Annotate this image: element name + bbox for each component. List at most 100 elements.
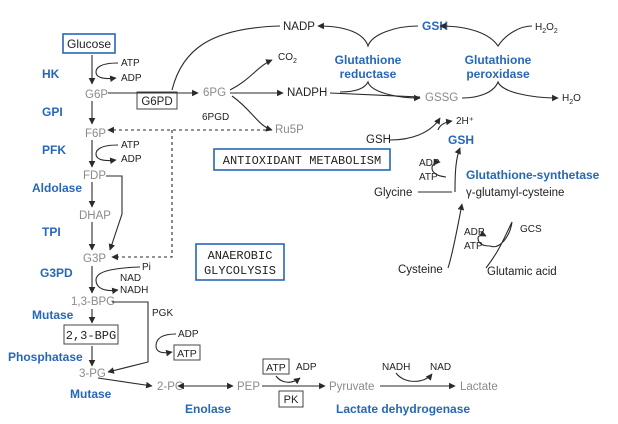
metabolite-glutamic-acid: Glutamic acid — [487, 266, 557, 278]
curve-pgk-adp — [155, 333, 177, 357]
arc-gpx-upper — [439, 22, 533, 47]
cofactor-adp-hk: ADP — [121, 73, 142, 84]
metabolite-gsh-small: GSH — [366, 134, 391, 146]
enzyme-6pgd: 6PGD — [202, 112, 229, 123]
bpg23-label: 2,3-BPG — [66, 329, 116, 343]
cofactor-adp-pk: ADP — [296, 362, 317, 373]
metabolite-gsh-mid: GSH — [448, 133, 474, 147]
cofactor-nadh-ldh: NADH — [382, 362, 410, 373]
cofactor-nadph: NADPH — [287, 87, 327, 99]
metabolite-pg3: 3-PG — [79, 368, 106, 380]
metabolite-pep: PEP — [237, 381, 260, 393]
arrow-nadph-gssg — [329, 92, 421, 98]
arc-gr-nadp — [317, 22, 419, 48]
enzyme-g3pd: G3PD — [40, 266, 73, 280]
dash-ru5p-g3p — [111, 130, 173, 261]
metabolite-dhap: DHAP — [79, 210, 111, 222]
pk-box — [278, 390, 304, 408]
anaerobic-label-2: GLYCOLYSIS — [204, 264, 276, 278]
pk-label: PK — [284, 394, 299, 406]
metabolite-g6p: G6P — [85, 89, 108, 101]
arc-g6pd-nadp — [171, 25, 281, 91]
atp-pgk-box — [173, 344, 201, 361]
cofactor-2h-plus: 2H⁺ — [456, 116, 474, 127]
arrow-6pg-co2 — [229, 59, 273, 91]
metabolite-ru5p: Ru5P — [275, 124, 304, 136]
cofactor-adp-gs: ADP — [419, 158, 440, 169]
atp-pk-label: ATP — [266, 362, 286, 374]
arrow-gsh-synth — [389, 117, 441, 141]
cofactor-h2o: H2O — [562, 93, 581, 106]
arrow-cys-gcs — [447, 203, 465, 269]
anaerobic-label-1: ANAEROBIC — [208, 249, 273, 263]
arrow-pgk-branch — [107, 301, 149, 374]
curve-hk-atp — [95, 62, 119, 83]
atp-pk-box — [262, 358, 290, 375]
metabolite-6pg: 6PG — [203, 87, 226, 99]
cofactor-atp-hk: ATP — [121, 58, 140, 69]
metabolite-g3p: G3P — [83, 253, 106, 265]
cofactor-adp-pfk: ADP — [121, 154, 142, 165]
g6pd-label: G6PD — [141, 96, 172, 108]
cofactor-nadh: NADH — [120, 285, 148, 296]
metabolite-bpg13: 1,3-BPG — [71, 296, 115, 308]
glucose-box — [62, 33, 116, 54]
enzyme-phosphatase: Phosphatase — [8, 350, 83, 364]
cofactor-adp-pgk: ADP — [178, 329, 199, 340]
cofactor-atp-pfk: ATP — [121, 140, 140, 151]
metabolite-f6p: F6P — [85, 128, 106, 140]
curve-gs-adp — [431, 158, 447, 178]
curve-g3pd-nad — [95, 266, 141, 295]
cofactor-nad-ldh: NAD — [430, 362, 451, 373]
curve-pk-atp — [275, 375, 301, 385]
enzyme-gr-2: reductase — [340, 67, 397, 81]
metabolite-gssg: GSSG — [425, 92, 458, 104]
enzyme-tpi: TPI — [42, 225, 61, 239]
antioxidant-box — [213, 148, 391, 171]
enzyme-enolase: Enolase — [185, 402, 231, 416]
glucose-label: Glucose — [67, 37, 111, 51]
arrow-glutamic — [485, 221, 513, 269]
cofactor-nad: NAD — [120, 273, 141, 284]
curve-pfk-atp — [95, 144, 119, 165]
enzyme-mutase-1: Mutase — [32, 308, 74, 322]
enzyme-gr-1: Glutathione — [335, 53, 402, 67]
arrow-pg3-pg2 — [97, 377, 153, 389]
cofactor-h2o2: H2O2 — [535, 22, 558, 35]
arrow-6pg-ru5p — [231, 95, 273, 132]
cofactor-nadp: NADP — [283, 21, 315, 33]
cofactor-co2: CO2 — [278, 52, 297, 65]
curve-gcs-adp — [477, 230, 491, 247]
metabolite-glycine: Glycine — [374, 187, 412, 199]
metabolite-pyruvate: Pyruvate — [329, 381, 374, 393]
arrow-gsh-2h — [437, 118, 453, 131]
arrow-gs-to-gsh — [454, 147, 461, 193]
metabolite-cysteine: Cysteine — [398, 264, 443, 276]
metabolite-lactate: Lactate — [460, 381, 498, 393]
enzyme-pfk: PFK — [42, 143, 66, 157]
metabolite-pg2: 2-PG — [157, 381, 184, 393]
enzyme-mutase-2: Mutase — [70, 387, 112, 401]
enzyme-gcs: GCS — [520, 224, 542, 235]
antioxidant-label: ANTIOXIDANT METABOLISM — [223, 154, 381, 168]
metabolite-gsh-top: GSH — [422, 19, 448, 33]
arc-gr-lower — [339, 80, 421, 102]
cofactor-atp-gcs: ATP — [464, 241, 483, 252]
enzyme-aldolase: Aldolase — [32, 181, 82, 195]
enzyme-gpi: GPI — [42, 105, 63, 119]
cofactor-pi: Pi — [142, 262, 151, 273]
arrow-fdp-g3p — [106, 175, 123, 251]
atp-pgk-label: ATP — [177, 348, 197, 360]
bpg23-box — [63, 324, 119, 345]
anaerobic-box — [195, 243, 285, 281]
curve-ldh-nadh — [395, 372, 433, 382]
arc-gpx-lower — [461, 80, 559, 102]
enzyme-hk: HK — [42, 67, 60, 81]
enzyme-gpx-2: peroxidase — [466, 67, 530, 81]
cofactor-adp-gcs: ADP — [464, 227, 485, 238]
enzyme-gpx-1: Glutathione — [465, 53, 532, 67]
metabolite-fdp: FDP — [83, 170, 106, 182]
g6pd-box — [136, 91, 178, 110]
enzyme-ldh: Lactate dehydrogenase — [336, 402, 470, 416]
